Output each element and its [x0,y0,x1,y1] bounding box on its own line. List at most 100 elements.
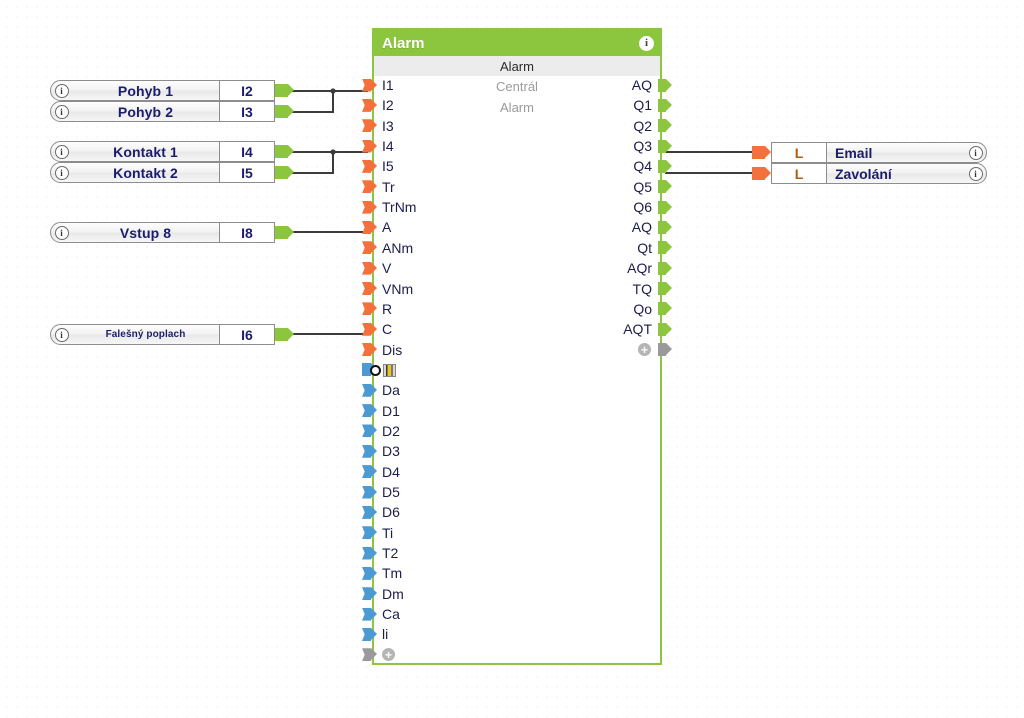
input-pin-VNm[interactable] [362,282,377,295]
info-icon[interactable]: i [51,163,72,182]
info-icon[interactable]: i [965,164,986,183]
input-tag-pohyb-2[interactable]: i Pohyb 2 I3 [50,101,294,122]
output-pin-Q4-4[interactable] [658,159,672,173]
input-pin-D2[interactable] [362,424,377,438]
input-pin-D4[interactable] [362,465,377,479]
input-pin-label-Tm: Tm [382,565,403,582]
output-pin-AQT-12[interactable] [658,322,672,336]
input-pin-D1[interactable] [362,404,377,418]
input-pin-TrNm[interactable] [362,200,377,214]
input-pin-D6[interactable] [362,505,377,519]
input-pin-I2[interactable] [362,98,377,112]
input-pin-label-R: R [382,300,393,317]
input-pin-T2[interactable] [362,546,377,560]
input-pin-li[interactable] [362,627,377,641]
output-pin-label-Q3-3: Q3 [633,138,652,155]
input-tag-pohyb-1[interactable]: i Pohyb 1 I2 [50,80,294,101]
input-pin-C[interactable] [362,322,377,336]
output-pin-label-AQ-0: AQ [631,77,652,93]
input-pin-label-I3: I3 [382,117,394,134]
input-tag-pin[interactable]: I4 [219,142,274,161]
input-tag-kontakt-1[interactable]: i Kontakt 1 I4 [50,141,294,162]
input-pin-label-D1: D1 [382,402,400,419]
input-pin-I5[interactable] [362,159,377,173]
info-icon[interactable]: i [51,142,72,161]
output-tag-pin[interactable]: L [772,164,827,183]
input-tag-pin[interactable]: I5 [219,163,274,182]
input-pin-I4[interactable] [362,139,377,153]
input-pin-label-C: C [382,321,393,338]
input-tag-pin[interactable]: I2 [219,81,274,100]
output-connector[interactable] [275,84,294,97]
output-pin-AQr-9[interactable] [658,261,672,275]
input-pin-label-I2: I2 [382,97,394,114]
input-connector[interactable] [752,167,771,180]
info-icon[interactable]: i [51,81,72,100]
output-tag-email[interactable]: L Email i [752,142,987,163]
output-tag-zavolani[interactable]: L Zavolání i [752,163,987,184]
output-pin-Q2-2[interactable] [658,119,672,133]
input-tag-label: Kontakt 2 [113,164,178,181]
output-connector[interactable] [275,105,294,118]
input-pin-I1[interactable] [362,78,377,92]
input-tag-kontakt-2[interactable]: i Kontakt 2 I5 [50,162,294,183]
input-pin-R[interactable] [362,302,377,316]
function-block-alarm[interactable]: Alarm i Alarm Centrál Alarm [372,28,662,665]
output-pin-AQ-7[interactable] [658,220,672,234]
output-pin-Qo-11[interactable] [658,302,672,316]
input-pin-D5[interactable] [362,485,377,499]
output-tag-pin[interactable]: L [772,143,827,162]
input-pin-V[interactable] [362,261,377,275]
info-icon[interactable]: i [51,102,72,121]
output-connector[interactable] [275,166,294,179]
input-pin-Dis[interactable] [362,343,377,357]
output-connector[interactable] [275,226,294,239]
input-tag-vstup-8[interactable]: i Vstup 8 I8 [50,222,294,243]
info-icon[interactable]: i [51,223,72,242]
input-pin-Dm[interactable] [362,587,377,601]
input-pin-Da[interactable] [362,383,377,397]
info-icon[interactable]: i [639,35,654,51]
output-pin-Q3-3[interactable] [658,139,672,153]
input-pin-Ti[interactable] [362,526,377,540]
input-pin-label-I5: I5 [382,158,394,175]
output-connector[interactable] [275,145,294,158]
output-pin-label-Q1-1: Q1 [633,97,652,114]
input-connector[interactable] [752,146,771,159]
input-pin-D3[interactable] [362,444,377,458]
input-pin-Ca[interactable] [362,607,377,621]
input-tag-pin[interactable]: I3 [219,102,274,121]
input-pin-label-I1: I1 [382,77,394,93]
add-input-pin[interactable] [362,648,377,662]
add-input-button[interactable]: + [382,648,395,662]
add-output-button[interactable]: + [638,343,651,357]
input-tag-label: Kontakt 1 [113,143,178,160]
output-pin-label-Q6-6: Q6 [633,199,652,216]
output-pin-Qt-8[interactable] [658,241,672,255]
output-pin-Q6-6[interactable] [658,200,672,214]
add-output-pin[interactable] [658,343,672,357]
input-pin-A[interactable] [362,220,377,234]
info-icon[interactable]: i [965,143,986,162]
output-tag-label: Email [835,144,873,161]
input-pin-Tr[interactable] [362,180,377,194]
input-pin-ANm[interactable] [362,241,377,255]
input-tag-falesny-poplach[interactable]: i Falešný poplach I6 [50,324,294,345]
input-pin-I3[interactable] [362,119,377,133]
info-icon[interactable]: i [51,325,72,344]
input-pin-label-VNm: VNm [382,280,414,297]
input-pin-Tm[interactable] [362,566,377,580]
input-tag-pin[interactable]: I8 [219,223,274,242]
output-pin-TQ-10[interactable] [658,282,672,295]
output-pin-AQ-0[interactable] [658,78,672,92]
output-connector[interactable] [275,328,294,341]
output-pin-label-Qt-8: Qt [637,239,652,256]
input-pin-label-A: A [382,219,392,236]
output-pin-Q1-1[interactable] [658,98,672,112]
function-block-header[interactable]: Alarm i [374,30,660,56]
output-pin-label-Q4-4: Q4 [633,158,652,175]
input-tag-pin[interactable]: I6 [219,325,274,344]
input-pin-label-Tr: Tr [382,178,395,195]
output-pin-Q5-5[interactable] [658,180,672,194]
input-tag-label: Pohyb 1 [117,82,174,99]
